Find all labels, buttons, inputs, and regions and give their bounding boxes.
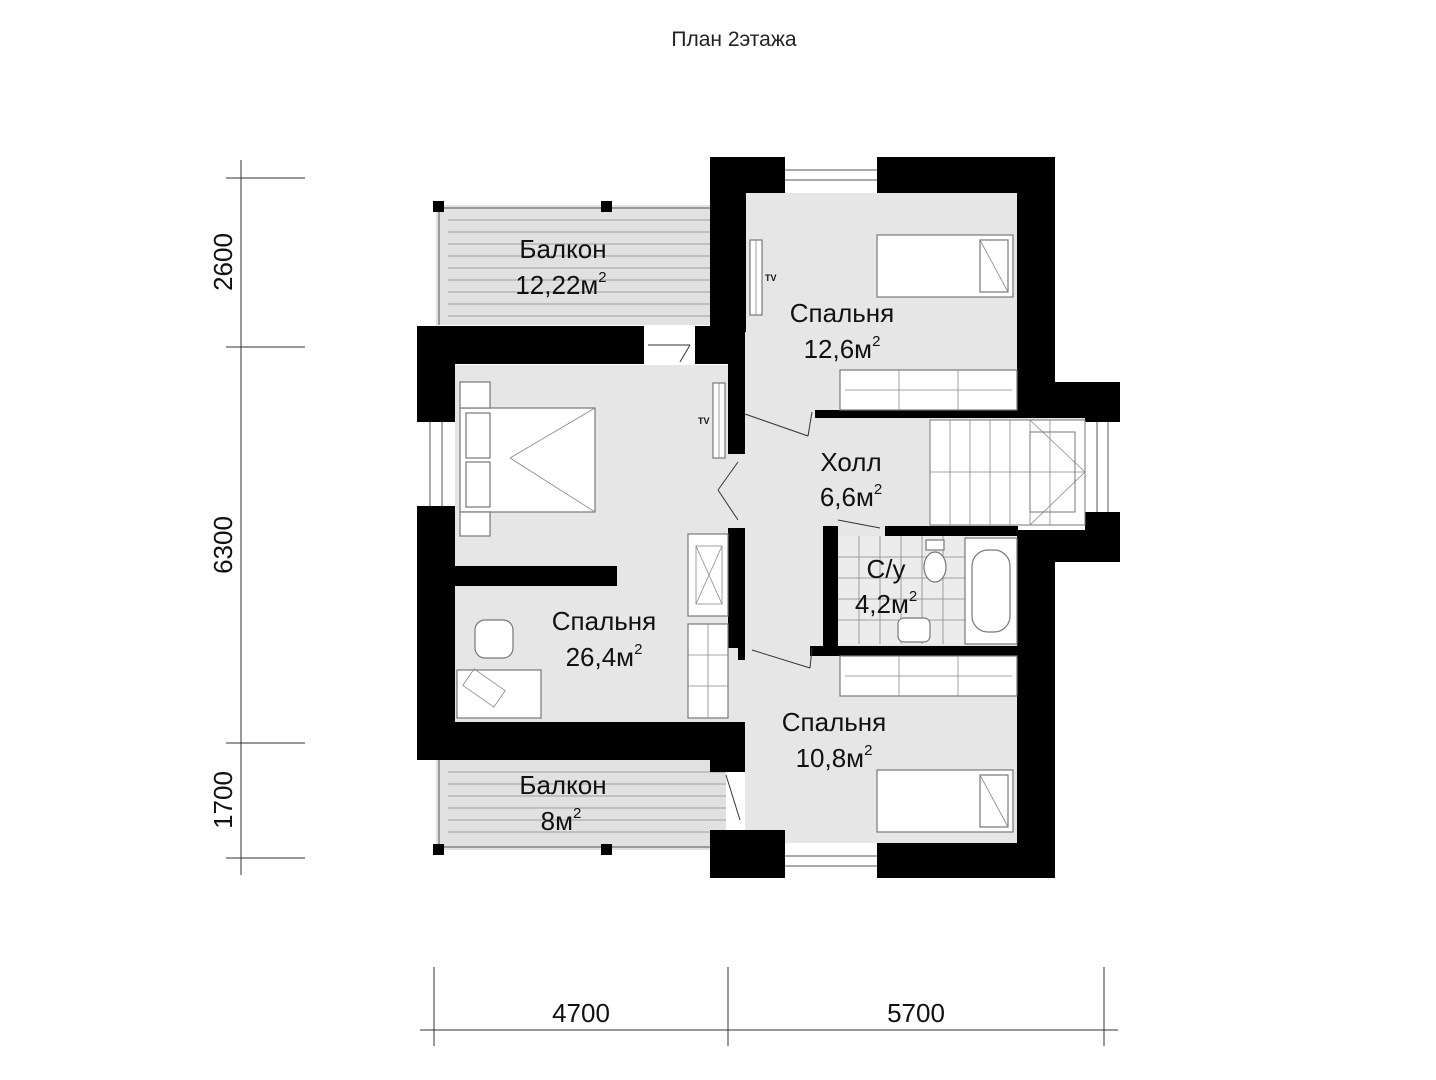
dresser-master [687,533,729,617]
vertical-dimensions: 2600 6300 1700 [208,160,305,875]
svg-text:12,6м2: 12,6м2 [804,333,881,364]
dim-5700: 5700 [887,998,945,1028]
tv-label-2: TV [698,416,710,426]
svg-text:6,6м2: 6,6м2 [820,481,882,512]
svg-text:4,2м2: 4,2м2 [855,588,917,619]
wardrobe-bedroom-1 [839,369,1018,411]
bed-bedroom-1 [876,234,1014,298]
wardrobe-bedroom-3 [839,655,1018,697]
room-label-master-bedroom: Спальня 26,4м2 [552,606,656,672]
dim-1700: 1700 [208,771,238,829]
svg-text:Спальня: Спальня [782,707,886,737]
dim-4700: 4700 [552,998,610,1028]
staircase [929,419,1086,526]
svg-text:Холл: Холл [820,447,881,477]
svg-text:26,4м2: 26,4м2 [566,641,643,672]
windows [417,157,1120,878]
svg-text:12,22м2: 12,22м2 [515,269,606,300]
room-label-bedroom-3: Спальня 10,8м2 [782,707,886,773]
room-label-hall: Холл 6,6м2 [820,447,882,512]
tv-stand-master: TV [698,382,726,459]
svg-text:Балкон: Балкон [519,234,606,264]
balcony-bottom [433,760,726,855]
bed-bedroom-3 [876,769,1014,833]
dim-2600: 2600 [208,233,238,291]
svg-text:Балкон: Балкон [519,770,606,800]
svg-text:10,8м2: 10,8м2 [796,742,873,773]
svg-text:Спальня: Спальня [790,298,894,328]
dim-6300: 6300 [208,516,238,574]
svg-text:8м2: 8м2 [541,805,582,836]
svg-text:Спальня: Спальня [552,606,656,636]
desk-and-chair [456,619,542,719]
walls [417,157,1120,878]
room-label-bathroom: С/у 4,2м2 [855,554,917,619]
balcony-top [433,201,710,325]
doors [648,344,881,821]
bed-master [459,381,596,537]
tv-stand-bedroom-1: TV [749,239,777,316]
svg-text:С/у: С/у [867,554,906,584]
room-label-balcony-bottom: Балкон 8м2 [519,770,606,836]
tv-label-1: TV [765,273,777,283]
bathroom-fixtures [897,537,1018,645]
wardrobe-master [687,623,729,719]
plan-title: План 2этажа [671,28,797,51]
horizontal-dimensions: 4700 5700 [420,967,1118,1046]
room-label-balcony-top: Балкон 12,22м2 [515,234,606,300]
room-label-bedroom-1: Спальня 12,6м2 [790,298,894,364]
